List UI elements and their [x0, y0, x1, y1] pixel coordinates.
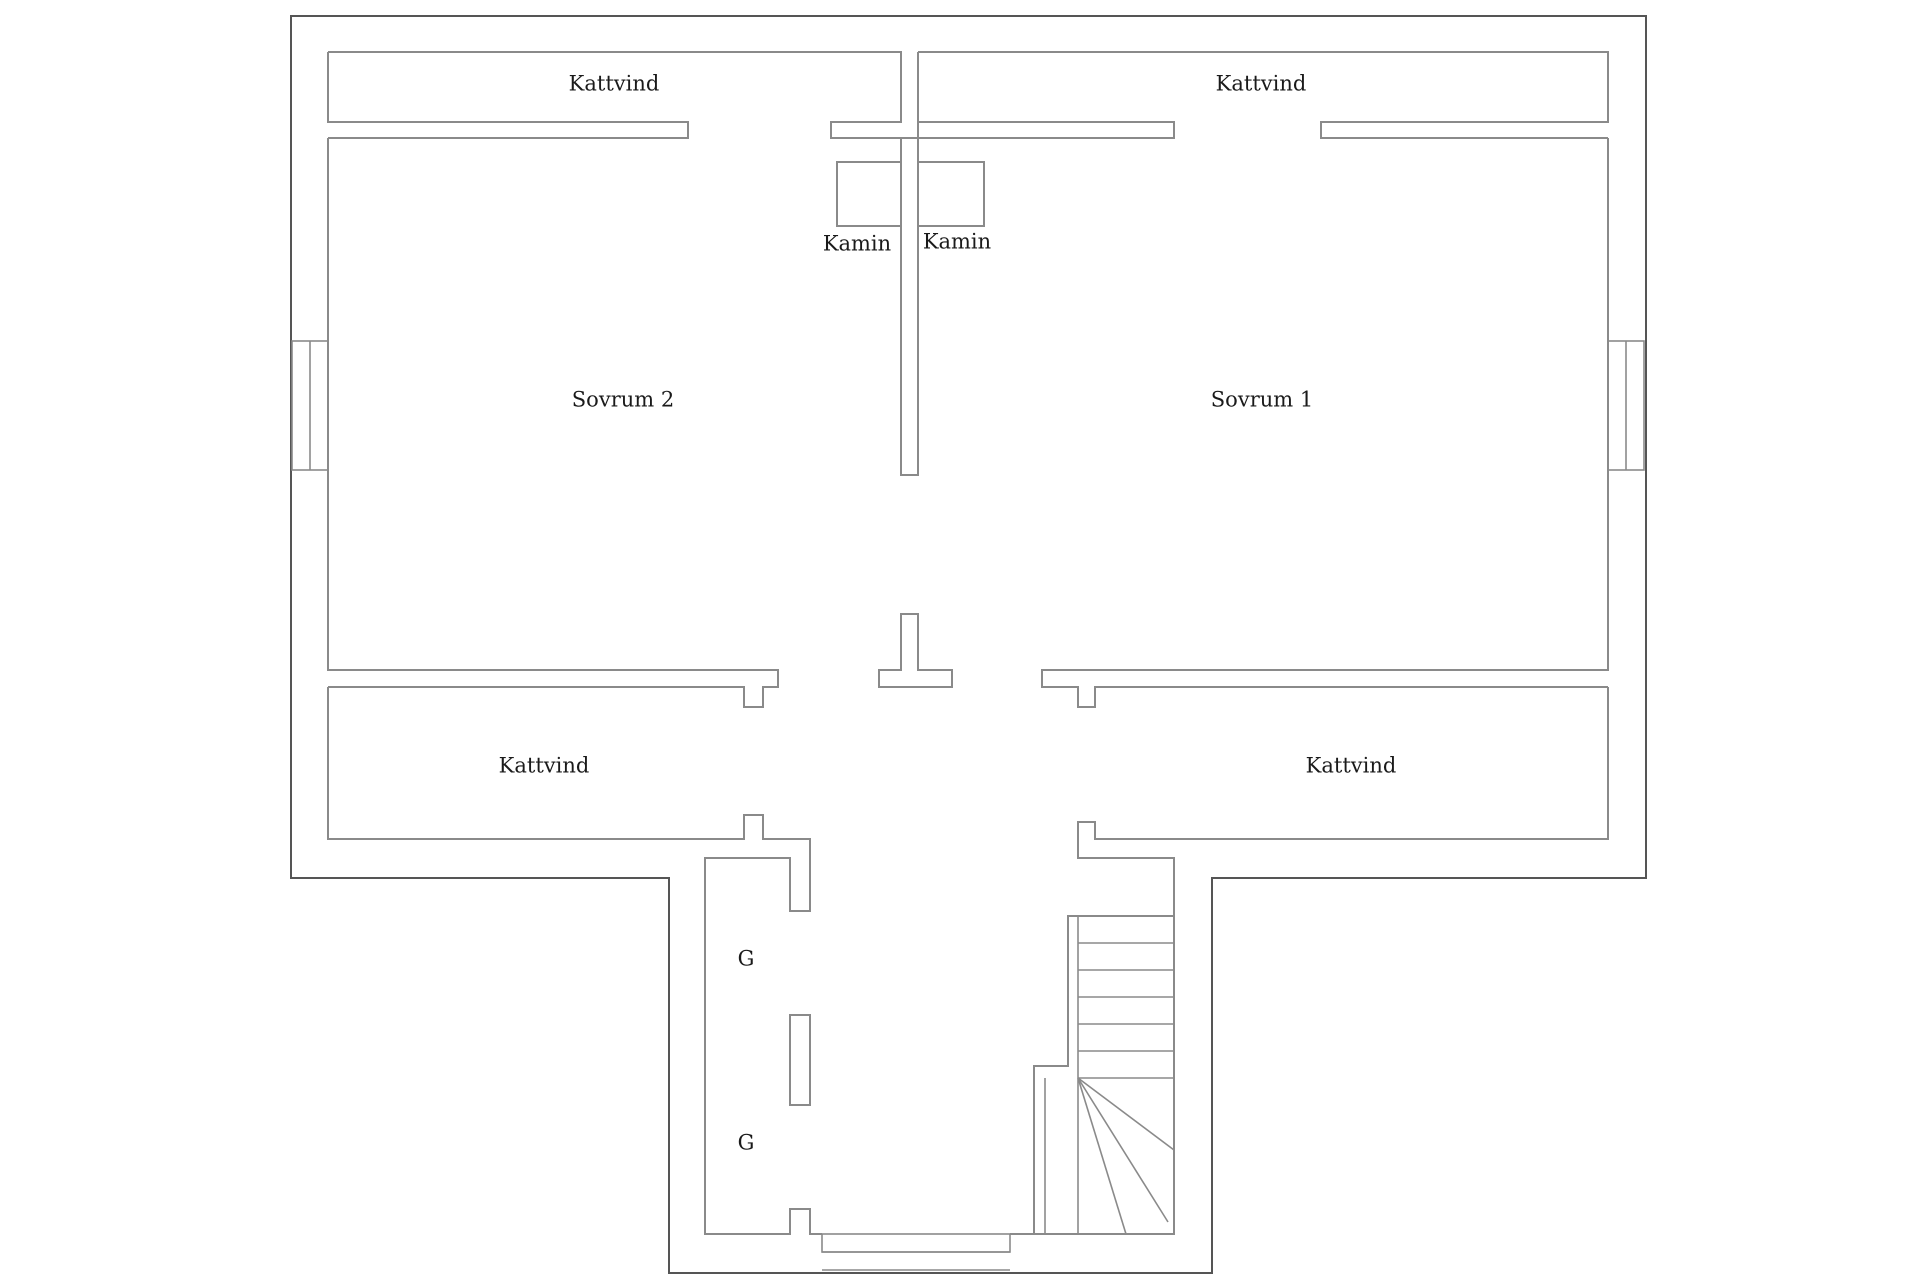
label-fireplace-left: Kamin — [823, 232, 891, 256]
attic-top-right-left — [917, 52, 1175, 139]
bedroom-1-outer-wall — [1041, 138, 1609, 708]
label-attic-top-right: Kattvind — [1216, 72, 1307, 96]
outer-wall — [290, 15, 1647, 1274]
attic-top-left — [328, 51, 919, 476]
attic-top-left-box — [328, 51, 918, 139]
attic-bottom-left — [327, 687, 822, 1235]
entry-door — [821, 1233, 1011, 1253]
center-pillar — [878, 613, 953, 688]
label-fireplace-right: Kamin — [923, 230, 991, 254]
wardrobe-divider — [789, 1014, 811, 1106]
center-wall — [900, 138, 919, 476]
stair-winder-1 — [1077, 1077, 1175, 1151]
bedroom-2-outer-wall — [327, 138, 779, 708]
staircase-outline — [1033, 858, 1175, 1235]
label-attic-bottom-right: Kattvind — [1306, 754, 1397, 778]
stair-winder-3 — [1077, 1077, 1127, 1235]
fireplace-right — [917, 161, 985, 227]
fireplace-left — [836, 161, 902, 227]
label-attic-top-left: Kattvind — [569, 72, 660, 96]
label-bedroom-1: Sovrum 1 — [1211, 388, 1313, 412]
label-bedroom-2: Sovrum 2 — [572, 388, 674, 412]
label-wardrobe-lower: G — [738, 1131, 755, 1155]
label-attic-bottom-left: Kattvind — [499, 754, 590, 778]
stair-winder-2 — [1077, 1077, 1169, 1223]
attic-top-left-bottom — [327, 52, 689, 139]
label-wardrobe-upper: G — [738, 947, 755, 971]
attic-top-right — [918, 51, 1609, 139]
